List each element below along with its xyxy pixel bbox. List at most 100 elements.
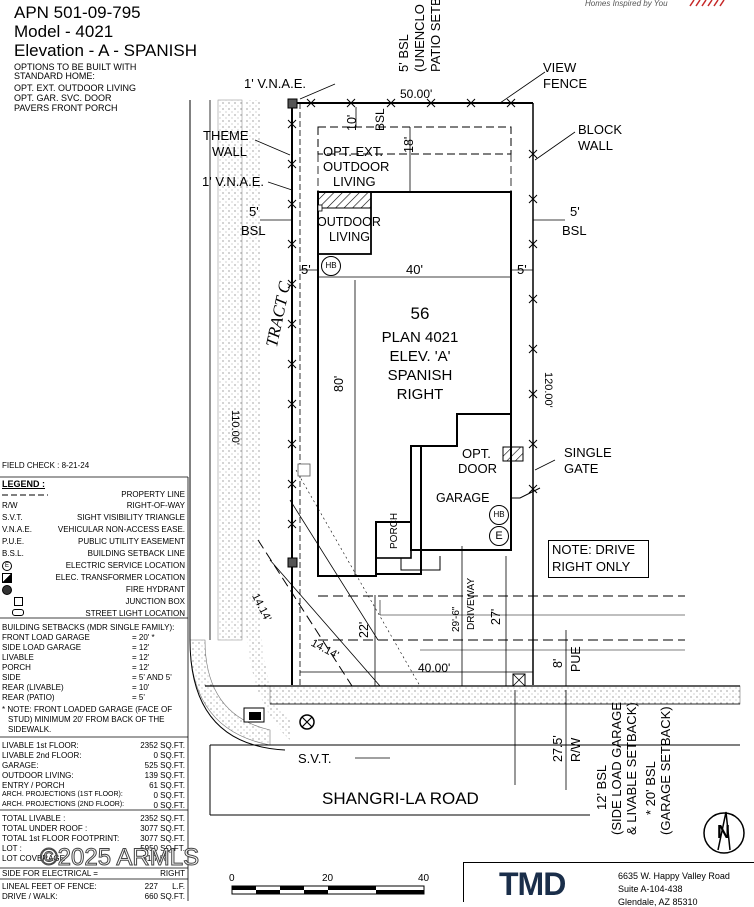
setback-note-3: SIDEWALK. xyxy=(8,725,52,734)
setback-value: = 12' xyxy=(132,643,150,652)
scale-bar xyxy=(231,885,425,895)
setback-label: REAR (PATIO) xyxy=(2,693,55,702)
lot-number: 56 xyxy=(410,304,430,323)
total-unit: SQ.FT. xyxy=(160,844,185,853)
legend-abbr: B.S.L. xyxy=(2,549,24,558)
legend-item: STREET LIGHT LOCATION xyxy=(85,609,185,618)
area-value: 2352 xyxy=(140,741,158,750)
theme-wall-label-1: THEME xyxy=(203,128,249,143)
plan-style: SPANISH xyxy=(387,367,453,384)
side-bsl-label-1: 12' BSL xyxy=(594,764,609,810)
corner-curve-outer xyxy=(189,639,286,751)
bsl-top-sub-1: (UNENCLO xyxy=(412,4,427,72)
driveway-label: DRIVEWAY xyxy=(466,577,477,630)
legend-title: LEGEND : xyxy=(2,479,46,489)
options-title-1: OPTIONS TO BE BUILT WITH xyxy=(14,62,137,72)
area-unit: SQ.FT. xyxy=(160,741,185,750)
legend-abbr: S.V.T. xyxy=(2,513,23,522)
porch-box xyxy=(375,521,412,559)
outdoor-living-hatch xyxy=(317,191,372,209)
house-footprint xyxy=(317,191,512,577)
total-label: LOT COVERAGE xyxy=(2,854,65,863)
plan-orientation: RIGHT xyxy=(396,386,444,403)
company-address-1: 6635 W. Happy Valley Road xyxy=(618,871,730,881)
area-unit: SQ.FT. xyxy=(160,801,185,810)
area-label: ENTRY / PORCH xyxy=(2,781,65,790)
left-landscape-strip xyxy=(218,100,290,740)
setback-value: = 5' xyxy=(132,693,145,702)
area-value: 525 xyxy=(144,761,158,770)
bottom-sidewalk xyxy=(269,685,741,705)
dim-40-front: 40.00' xyxy=(418,661,451,675)
bsl-rear-label: BSL xyxy=(373,108,387,131)
scale-tick: 20 xyxy=(322,873,334,884)
brand-stripes xyxy=(689,0,725,7)
svt-label: S.V.T. xyxy=(298,751,332,766)
hose-bib-icon: HB xyxy=(321,256,341,276)
area-label: OUTDOOR LIVING: xyxy=(2,771,74,780)
dim-120: 120.00' xyxy=(542,372,554,408)
garage-label: GARAGE xyxy=(436,491,490,505)
area-label: GARAGE: xyxy=(2,761,39,770)
drive-label: DRIVE / WALK: xyxy=(2,892,58,901)
company-address-3: Glendale, AZ 85310 xyxy=(618,897,698,907)
bsl-left-2: BSL xyxy=(241,223,266,238)
dim-10: 10' xyxy=(345,114,359,131)
total-unit: % xyxy=(159,854,167,863)
garage-bsl-label-2: (GARAGE SETBACK) xyxy=(658,706,673,835)
block-wall-label-1: BLOCK xyxy=(578,122,623,137)
outdoor-living-label-2: LIVING xyxy=(329,230,370,244)
dim-5-right: 5' xyxy=(517,262,527,277)
vnae-left-label: 1' V.N.A.E. xyxy=(202,174,264,189)
option-item: PAVERS FRONT PORCH xyxy=(14,103,118,113)
total-label: TOTAL 1st FLOOR FOOTPRINT: xyxy=(2,834,120,843)
area-label: ARCH. PROJECTIONS (1ST FLOOR): xyxy=(2,791,123,798)
setback-note-2: STUD) MINIMUM 20' FROM BACK OF THE xyxy=(8,715,165,724)
field-check: FIELD CHECK : 8-21-24 xyxy=(2,461,90,470)
bsl-left-1: 5' xyxy=(249,204,259,219)
dim-8: 8' xyxy=(551,658,565,668)
view-fence-label-1: VIEW xyxy=(543,60,577,75)
legend-abbr: R/W xyxy=(2,501,18,510)
hose-bib-icon: HB xyxy=(489,505,509,525)
side-bsl-label-3: & LIVABLE SETBACK) xyxy=(624,702,639,835)
bsl-right-2: BSL xyxy=(562,223,587,238)
junction-legend-icon xyxy=(14,597,23,606)
drive-value: 660 xyxy=(144,892,158,901)
total-value: 5950 xyxy=(140,844,158,853)
legend-item: FIRE HYDRANT xyxy=(125,585,185,594)
road-name: SHANGRI-LA ROAD xyxy=(322,789,479,808)
plan-elevation: ELEV. 'A' xyxy=(389,348,451,365)
total-label: LOT : xyxy=(2,844,22,853)
opt-ext-label-2: OUTDOOR xyxy=(323,159,390,174)
setbacks-title: BUILDING SETBACKS (MDR SINGLE FAMILY): xyxy=(2,623,175,632)
apn-number: APN 501-09-795 xyxy=(14,3,141,22)
watermark: ©2025 ARMLS xyxy=(39,844,200,871)
setback-value: = 12' xyxy=(132,663,150,672)
dim-27-5: 27.5' xyxy=(551,735,565,762)
area-label: LIVABLE 1st FLOOR: xyxy=(2,741,79,750)
single-gate xyxy=(511,487,541,499)
porch-label: PORCH xyxy=(389,512,400,549)
transformer-legend-icon xyxy=(2,573,12,583)
dim-40: 40' xyxy=(406,262,423,277)
hydrant-legend-icon xyxy=(2,585,12,595)
drive-note-line-2: RIGHT ONLY xyxy=(552,559,631,574)
block-wall-label-2: WALL xyxy=(578,138,613,153)
fence-marks-left xyxy=(287,119,297,529)
electrical-side-label: SIDE FOR ELECTRICAL = xyxy=(2,869,98,878)
plan-name: PLAN 4021 xyxy=(381,329,459,346)
area-value: 139 xyxy=(144,771,158,780)
total-unit: SQ.FT. xyxy=(160,814,185,823)
setback-label: SIDE xyxy=(2,673,21,682)
area-unit: SQ.FT. xyxy=(160,751,185,760)
area-value: 0 xyxy=(153,751,158,760)
bsl-right-1: 5' xyxy=(570,204,580,219)
dim-110: 110.00' xyxy=(229,410,241,445)
company-block: TMD 6635 W. Happy Valley Road Suite A-10… xyxy=(463,862,754,907)
garage-bsl-label-1: * 20' BSL xyxy=(643,761,658,815)
corner-post-bottom-left xyxy=(287,557,298,568)
drive-note: NOTE: DRIVE RIGHT ONLY xyxy=(548,540,649,578)
left-sidewalk xyxy=(217,99,243,641)
